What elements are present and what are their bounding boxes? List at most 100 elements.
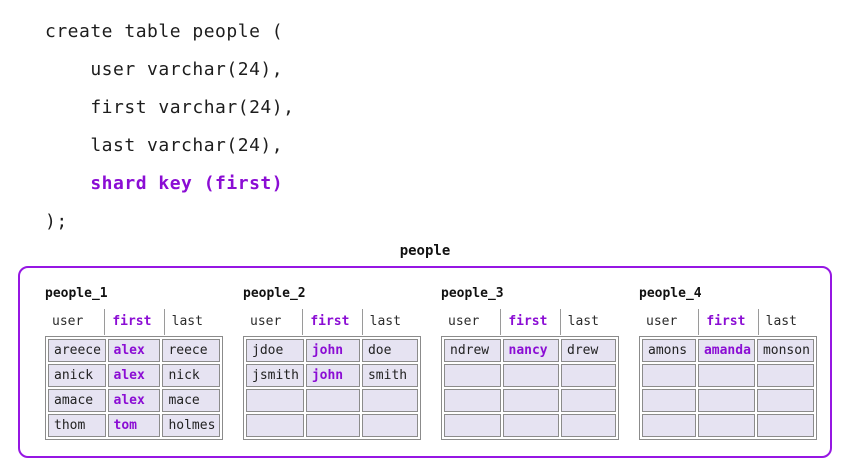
shard-table-name: people_1 [45,286,108,301]
table-cell: jdoe [246,339,304,362]
code-line: ); [45,211,68,232]
table-cell [561,414,616,437]
column-header-first: first [104,309,163,335]
table-cell: smith [361,364,418,387]
table-cell: holmes [162,414,220,437]
table-cell [502,389,559,412]
table-cell [561,364,616,387]
code-line: user varchar(24), [45,59,284,80]
shard-table-name: people_3 [441,286,504,301]
table-cell: alex [107,339,161,362]
table-cell: drew [561,339,616,362]
shard-table-name: people_2 [243,286,306,301]
column-header-user: user [646,314,678,329]
table-cell: doe [361,339,418,362]
table-cell [361,414,418,437]
column-header-last: last [163,309,223,335]
table-cell: jsmith [246,364,304,387]
table-cell: john [305,364,360,387]
table-row [246,414,418,437]
table-cell [444,389,501,412]
table-cell: thom [48,414,106,437]
sql-create-table-code: create table people ( user varchar(24), … [45,13,294,241]
table-row [444,414,616,437]
table-cell [697,414,755,437]
code-line: create table people ( [45,21,284,42]
table-cell [642,364,696,387]
table-cell [246,389,304,412]
table-row [642,414,814,437]
column-header-last: last [361,309,421,335]
column-header-first: first [500,309,559,335]
table-cell [756,414,814,437]
table-cell: amace [48,389,106,412]
table-cell: amons [642,339,696,362]
table-cell [502,364,559,387]
code-line-shard-key: shard key (first) [45,173,284,194]
shard-table-name: people_4 [639,286,702,301]
table-row [444,364,616,387]
table-cell [642,389,696,412]
table-cell [756,389,814,412]
table-cell: nancy [502,339,559,362]
table-cell: tom [107,414,161,437]
table-cell [444,414,501,437]
cluster-title: people [399,243,451,259]
table-cell [561,389,616,412]
table-cell [305,414,360,437]
table-cell: anick [48,364,106,387]
column-header-user: user [250,314,282,329]
table-cell: alex [107,389,161,412]
table-cell: nick [162,364,220,387]
code-line: last varchar(24), [45,135,284,156]
table-cell [305,389,360,412]
column-header-last: last [559,309,619,335]
table-cell: amanda [697,339,755,362]
table-cell: john [305,339,360,362]
table-row [444,389,616,412]
column-header-user: user [448,314,480,329]
column-header-first: first [698,309,757,335]
table-cell: areece [48,339,106,362]
column-header-user: user [52,314,84,329]
table-cell [697,364,755,387]
table-cell [697,389,755,412]
code-line: first varchar(24), [45,97,295,118]
column-header-first: first [302,309,361,335]
table-row [642,389,814,412]
table-cell [502,414,559,437]
table-cell [444,364,501,387]
table-cell: ndrew [444,339,501,362]
table-cell: mace [162,389,220,412]
column-header-last: last [757,309,817,335]
table-cell: reece [162,339,220,362]
table-cell [361,389,418,412]
table-cell [246,414,304,437]
table-cell: monson [756,339,814,362]
table-cell [756,364,814,387]
table-row [642,364,814,387]
table-cell: alex [107,364,161,387]
